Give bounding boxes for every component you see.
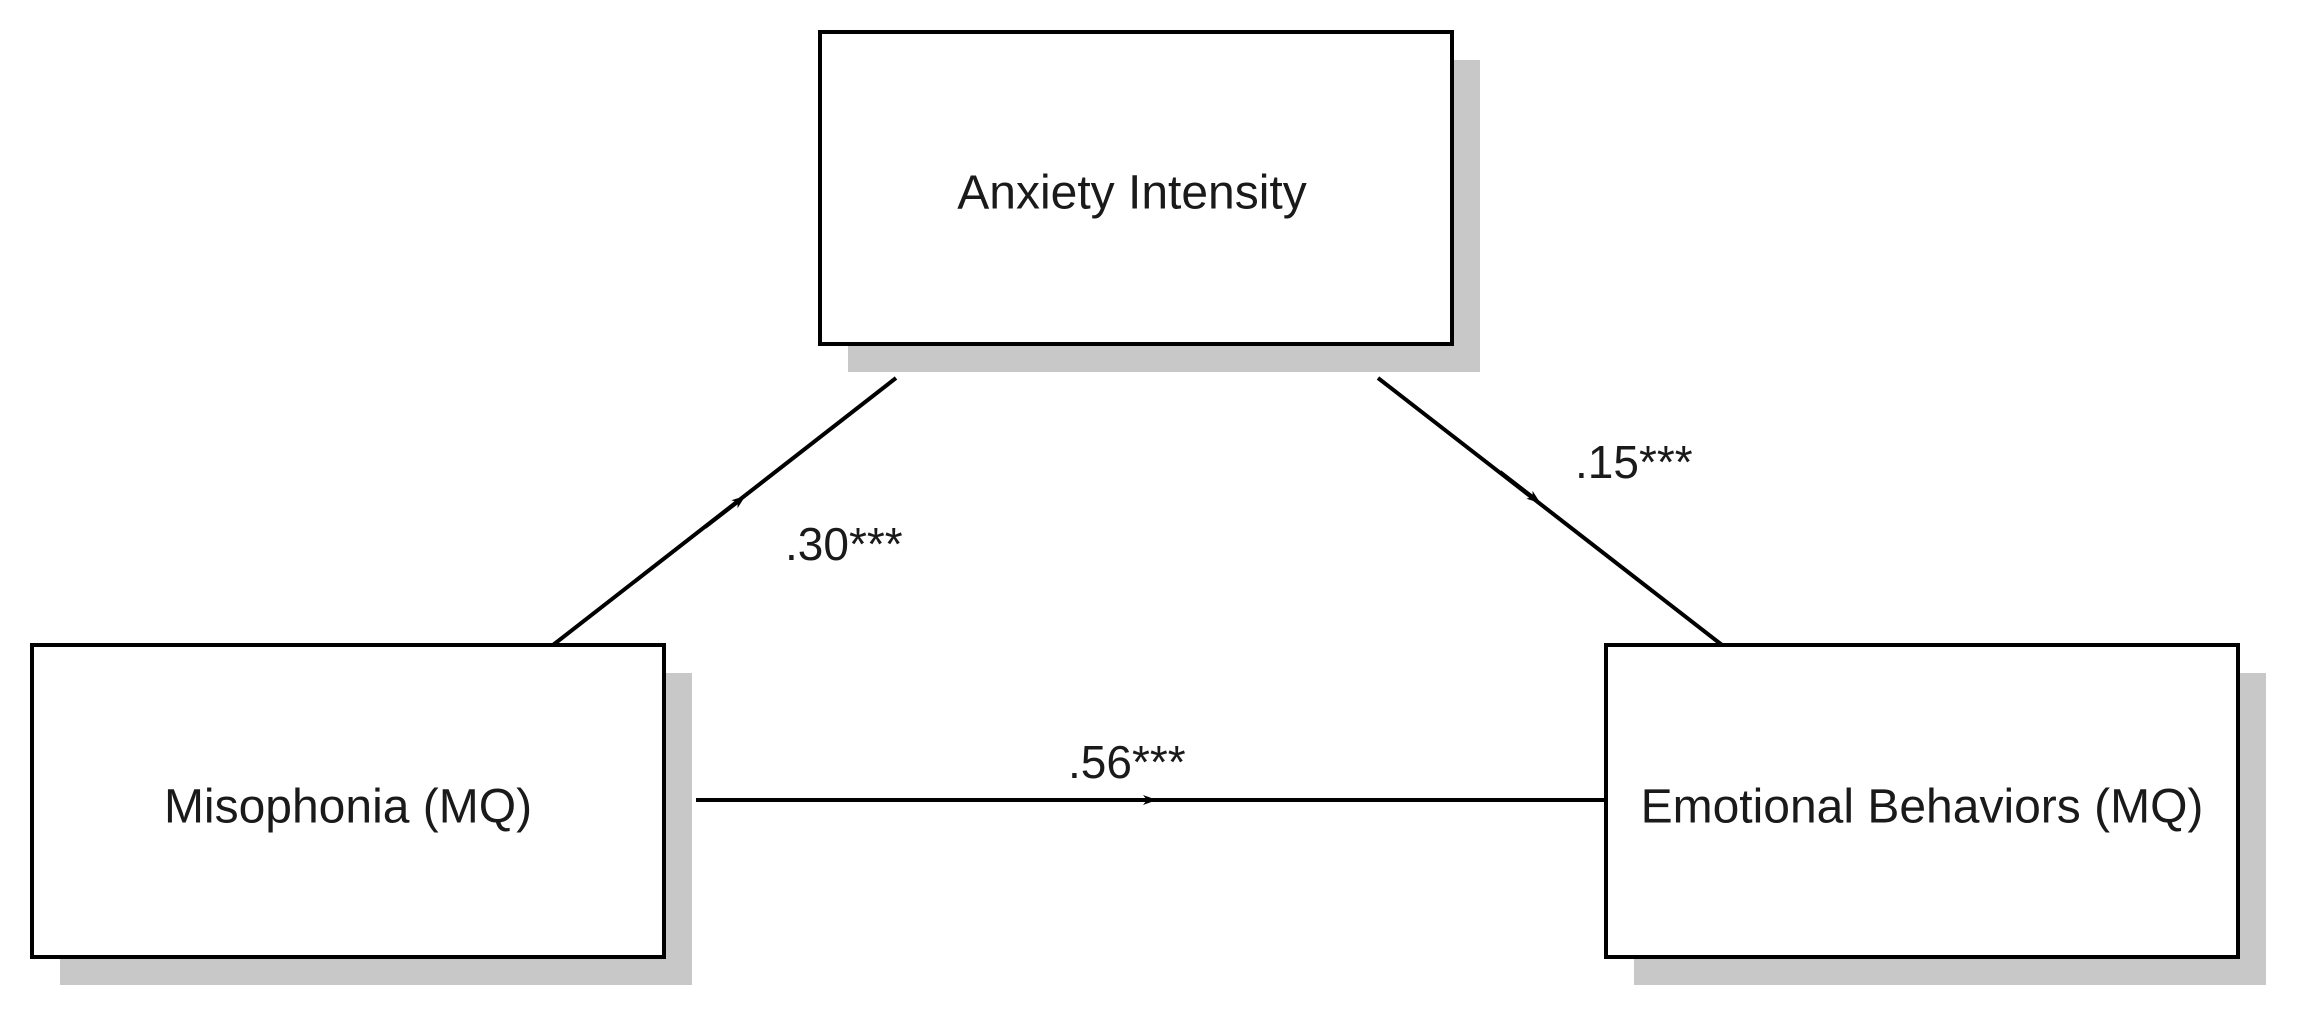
path-coefficient: .56***	[1068, 736, 1186, 788]
node-box	[30, 643, 666, 959]
path-a: .30***	[551, 376, 903, 647]
node-label: Misophonia (MQ)	[164, 781, 532, 834]
path-c: .56***	[696, 736, 1606, 805]
node-label: Emotional Behaviors (MQ)	[1641, 781, 2204, 834]
node-label: Anxiety Intensity	[957, 167, 1307, 220]
node-emotional-behaviors: Emotional Behaviors (MQ)	[1604, 643, 2266, 985]
path-b: .15***	[1376, 376, 1724, 647]
node-anxiety-intensity: Anxiety Intensity	[818, 30, 1480, 372]
node-misophonia: Misophonia (MQ)	[30, 643, 692, 985]
path-coefficient: .30***	[785, 518, 903, 570]
path-line	[1376, 376, 1724, 647]
node-box	[1604, 643, 2240, 959]
node-box	[818, 30, 1454, 346]
arrowhead	[703, 495, 746, 529]
path-coefficient: .15***	[1575, 436, 1693, 488]
arrowhead	[1498, 470, 1541, 504]
